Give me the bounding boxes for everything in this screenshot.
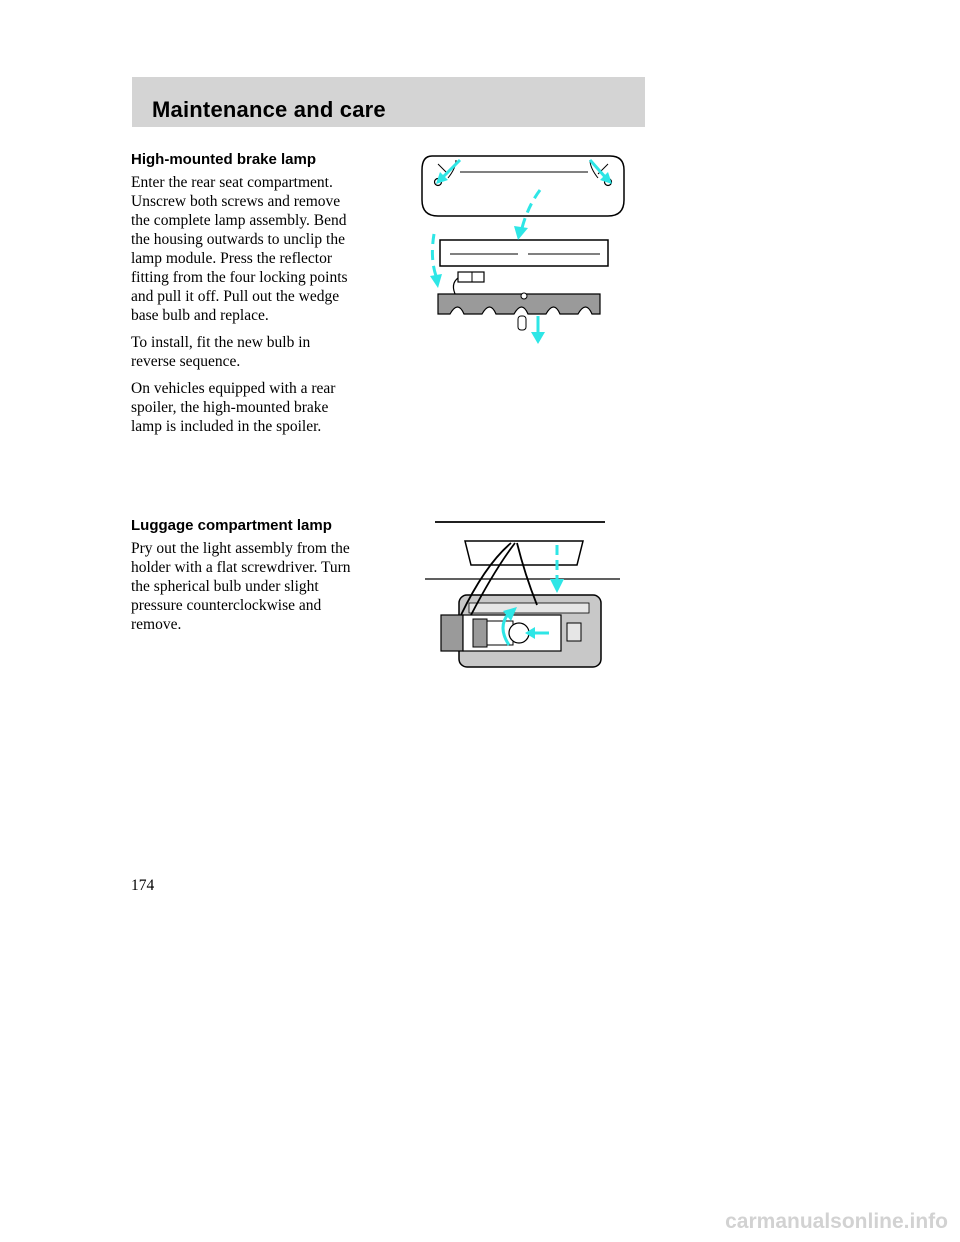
brake-lamp-assembly-diagram — [421, 155, 625, 344]
section-heading: High-mounted brake lamp — [131, 151, 317, 168]
paragraph: To install, fit the new bulb in reverse … — [131, 334, 311, 370]
section-heading: Luggage compartment lamp — [131, 517, 332, 534]
paragraph: On vehicles equipped with a rear spoiler… — [131, 380, 336, 435]
paragraph: Pry out the light assembly from the hold… — [131, 540, 351, 633]
page-header: Maintenance and care — [132, 77, 645, 127]
section-luggage-lamp: Luggage compartment lamp Pry out the lig… — [131, 517, 385, 642]
page-title: Maintenance and care — [152, 97, 386, 122]
section-brake-lamp: High-mounted brake lamp Enter the rear s… — [131, 151, 385, 444]
paragraph: Enter the rear seat compartment. Unscrew… — [131, 174, 348, 324]
watermark: carmanualsonline.info — [725, 1210, 948, 1233]
luggage-lamp-diagram — [425, 521, 620, 668]
page-number: 174 — [131, 877, 155, 894]
